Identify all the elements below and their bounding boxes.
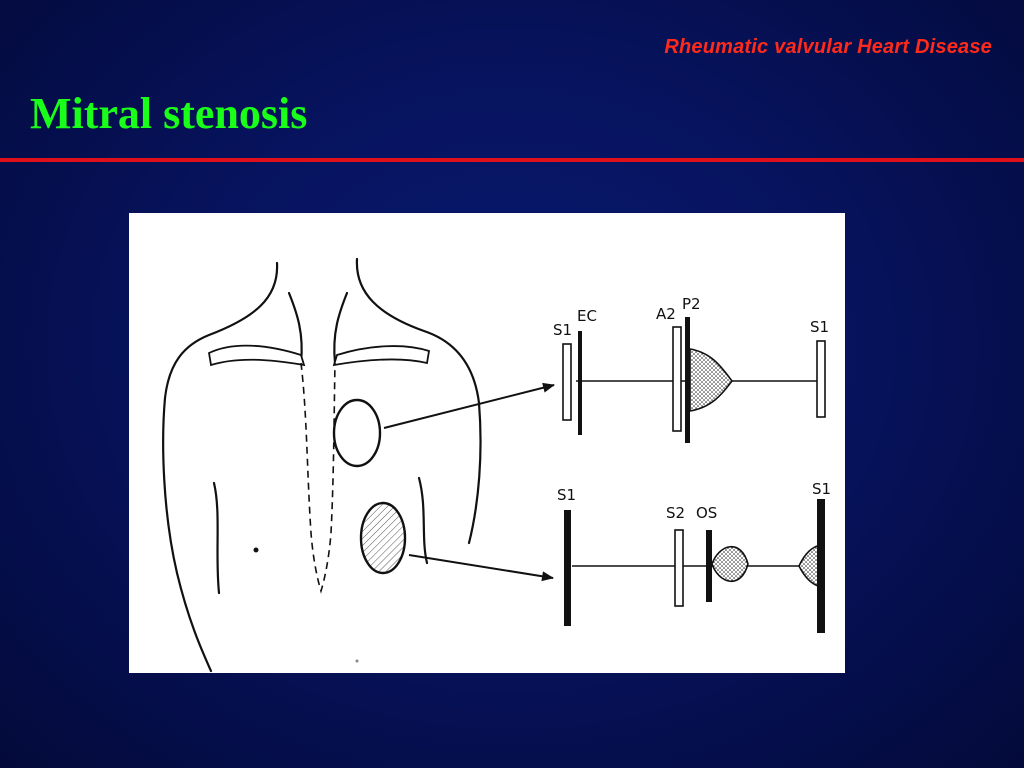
title-divider — [0, 158, 1024, 162]
upper-ec-bar — [578, 331, 582, 435]
upper-arrow — [383, 382, 555, 429]
lower-os-bar — [706, 530, 712, 602]
label-upper-s1-end: S1 — [810, 318, 829, 336]
label-lower-os: OS — [696, 504, 717, 522]
upper-a2-bar — [672, 326, 682, 432]
label-upper-ec: EC — [577, 307, 597, 325]
lower-trace: S1 S2 OS S1 — [557, 480, 831, 633]
slide-title: Mitral stenosis — [30, 89, 308, 138]
lower-s1-bar — [564, 510, 571, 626]
abdomen-dot — [355, 659, 359, 663]
auscultation-diagram: S1 EC A2 P2 S1 S1 S2 OS S1 — [162, 257, 831, 673]
label-lower-s2: S2 — [666, 504, 685, 522]
lower-diastolic-rumble — [711, 545, 749, 583]
upper-murmur — [689, 348, 734, 412]
navel-dot — [253, 547, 259, 553]
label-upper-s1: S1 — [553, 321, 572, 339]
upper-trace: S1 EC A2 P2 S1 — [553, 295, 829, 443]
upper-s1-bar — [562, 343, 572, 421]
label-lower-s1: S1 — [557, 486, 576, 504]
pulmonic-area-circle — [332, 398, 382, 468]
lower-s2-bar — [674, 529, 684, 607]
lower-s1-end-bar — [817, 499, 825, 633]
apex-area-circle — [359, 501, 407, 575]
upper-p2-bar — [685, 317, 690, 443]
sternum-dashed — [300, 362, 336, 594]
upper-s1-end-bar — [816, 340, 826, 418]
lower-arrow — [408, 554, 554, 582]
slide-subtitle: Rheumatic valvular Heart Disease — [664, 36, 992, 58]
torso-outline — [162, 257, 482, 673]
label-upper-a2: A2 — [656, 305, 676, 323]
label-upper-p2: P2 — [682, 295, 701, 313]
label-lower-s1-end: S1 — [812, 480, 831, 498]
clavicles — [208, 344, 431, 367]
figure-panel: S1 EC A2 P2 S1 S1 S2 OS S1 — [129, 213, 845, 673]
